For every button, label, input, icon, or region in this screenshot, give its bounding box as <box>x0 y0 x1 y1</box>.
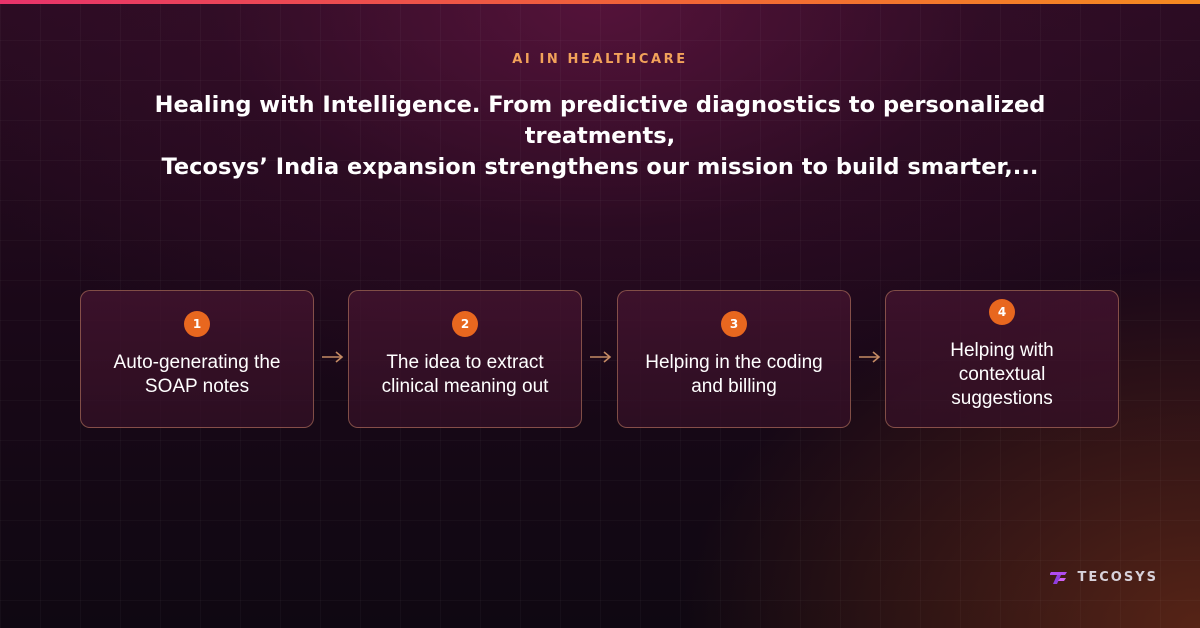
step-text-line: contextual <box>958 364 1046 385</box>
step-text-line: Auto-generating the <box>113 352 281 373</box>
headline-line-2: Tecosys’ India expansion strengthens our… <box>161 154 1039 180</box>
step-text: The idea to extract clinical meaning out <box>382 351 549 399</box>
step-card-1: 1 Auto-generating the SOAP notes <box>80 290 314 428</box>
step-card-3: 3 Helping in the coding and billing <box>617 290 851 428</box>
step-number-badge: 4 <box>989 299 1015 325</box>
brand-name: TECOSYS <box>1077 570 1158 585</box>
step-text: Helping with contextual suggestions <box>950 339 1054 411</box>
step-text: Helping in the coding and billing <box>645 351 822 399</box>
arrow-right-icon <box>322 351 344 363</box>
step-card-2: 2 The idea to extract clinical meaning o… <box>348 290 582 428</box>
step-number-badge: 3 <box>721 311 747 337</box>
arrow-right-icon <box>859 351 881 363</box>
eyebrow-label: AI IN HEALTHCARE <box>512 52 688 67</box>
step-text-line: clinical meaning out <box>381 376 549 397</box>
step-text-line: suggestions <box>951 388 1053 409</box>
process-steps: 1 Auto-generating the SOAP notes 2 The i… <box>80 290 1120 428</box>
step-card-4: 4 Helping with contextual suggestions <box>885 290 1119 428</box>
step-number-badge: 2 <box>452 311 478 337</box>
arrow-right-icon <box>590 351 612 363</box>
step-number-badge: 1 <box>184 311 210 337</box>
brand-logo: TECOSYS <box>1049 570 1158 585</box>
step-text: Auto-generating the SOAP notes <box>114 351 281 399</box>
step-text-line: SOAP notes <box>144 376 250 397</box>
top-accent-bar <box>0 0 1200 4</box>
step-text-line: and billing <box>691 376 777 397</box>
step-text-line: Helping in the coding <box>645 352 823 373</box>
step-text-line: Helping with <box>950 340 1054 361</box>
tecosys-logo-icon <box>1049 571 1067 584</box>
headline-line-1: Healing with Intelligence. From predicti… <box>154 92 1046 149</box>
step-text-line: The idea to extract <box>386 352 544 373</box>
headline: Healing with Intelligence. From predicti… <box>90 90 1110 183</box>
